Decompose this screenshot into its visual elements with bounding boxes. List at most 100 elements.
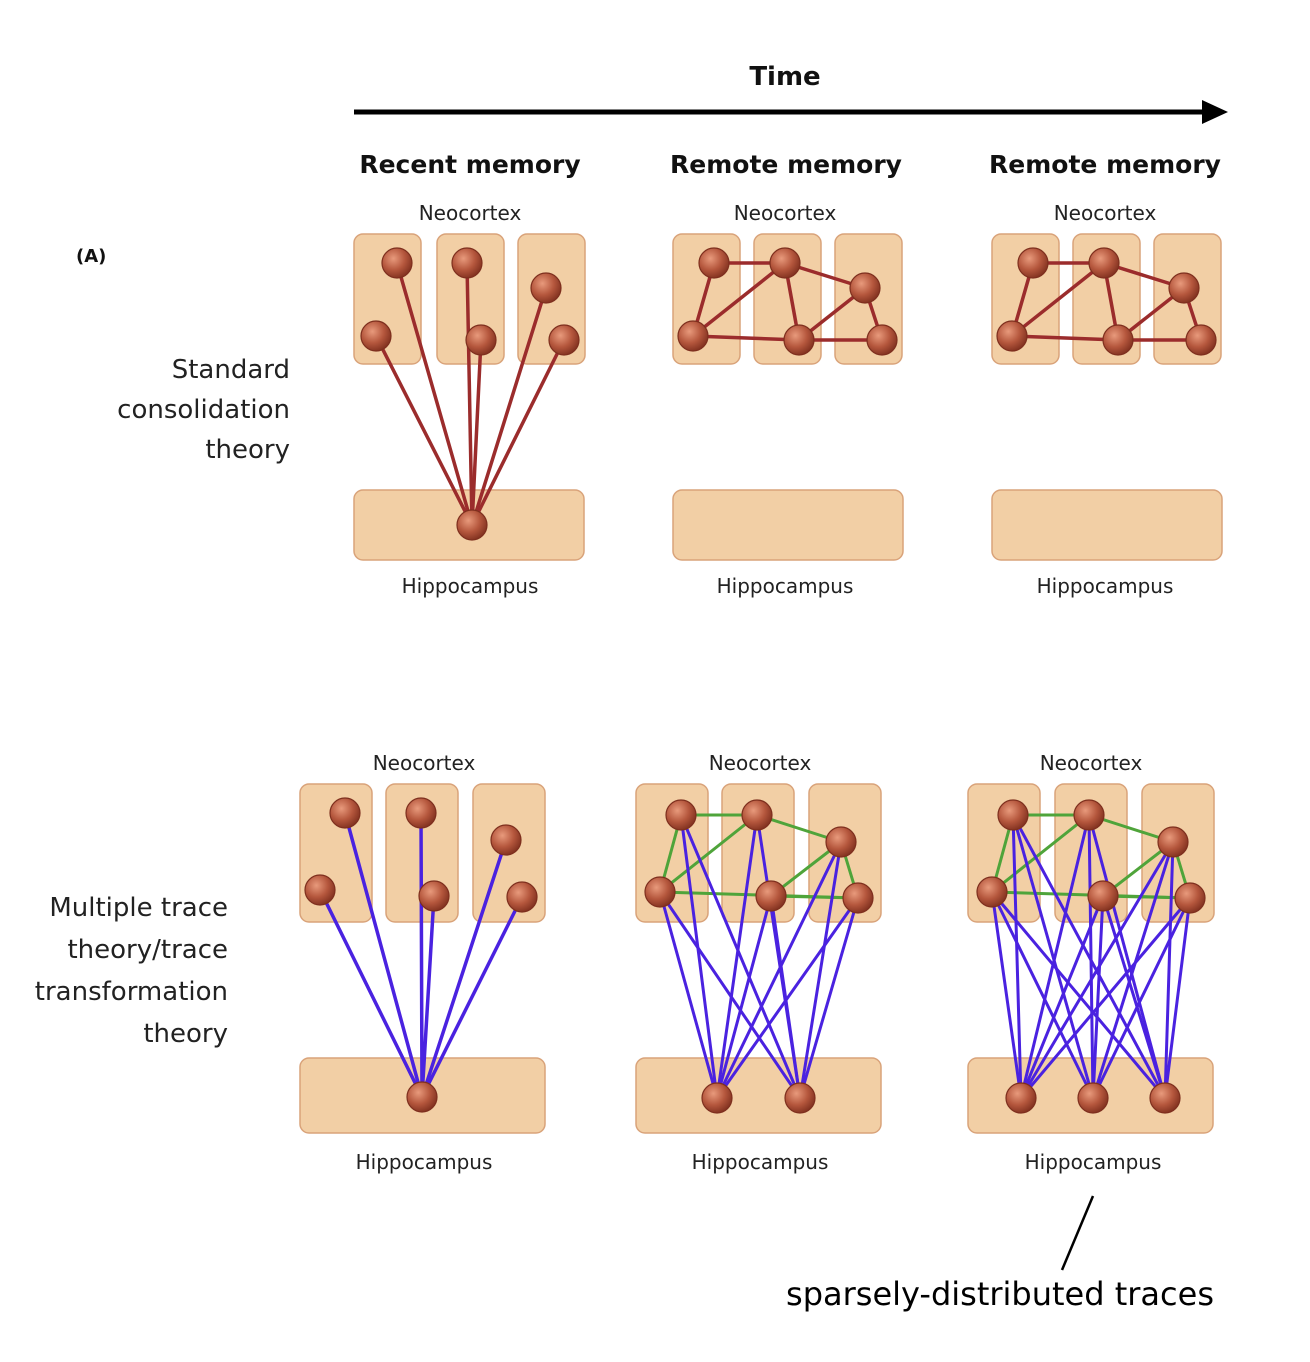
neuron (783, 324, 815, 356)
neuron (329, 797, 361, 829)
theory-label-multiple-trace: Multiple trace theory/trace transformati… (0, 887, 228, 1055)
hippocampal-neocortical-link (990, 890, 1095, 1100)
hippocampal-neocortical-link (343, 811, 424, 1099)
neocortex-label: Neocortex (1053, 201, 1157, 225)
neocortex-label: Neocortex (1039, 751, 1143, 775)
neuron (825, 826, 857, 858)
hippocampal-neocortical-link (470, 286, 548, 527)
hippocampus-box (991, 489, 1223, 561)
neuron (842, 882, 874, 914)
hippocampus-label: Hippocampus (1036, 574, 1174, 598)
cortico-cortical-link (1010, 261, 1106, 338)
neuron (996, 320, 1028, 352)
hippocampal-neocortical-link (470, 338, 566, 527)
hippocampal-neocortical-link (419, 811, 424, 1099)
neuron (1017, 247, 1049, 279)
neuron (1149, 1082, 1181, 1114)
hippocampal-neocortical-link (470, 338, 483, 527)
neuron (866, 324, 898, 356)
neuron (849, 272, 881, 304)
neuron (741, 799, 773, 831)
hippocampal-neocortical-link (1019, 813, 1091, 1100)
neocortex-label: Neocortex (733, 201, 837, 225)
hippocampal-neocortical-link (715, 894, 773, 1100)
neuron (406, 1081, 438, 1113)
neuron (1073, 799, 1105, 831)
theory-line: transformation (34, 977, 228, 1007)
cortico-cortical-link (691, 261, 787, 338)
neocortex-label: Neocortex (708, 751, 812, 775)
hippocampal-neocortical-link (465, 261, 474, 527)
hippocampal-neocortical-link (715, 840, 843, 1100)
cortico-cortical-link (1010, 334, 1120, 342)
neuron (1077, 1082, 1109, 1114)
cortico-cortical-link (990, 813, 1091, 894)
neuron (1168, 272, 1200, 304)
neuron (1088, 247, 1120, 279)
cortico-cortical-link (691, 334, 801, 342)
hippocampal-neocortical-link (1101, 894, 1167, 1100)
hippocampal-neocortical-link (658, 890, 719, 1100)
theory-line: consolidation (117, 395, 290, 425)
theory-line: theory (143, 1019, 228, 1049)
neuron (701, 1082, 733, 1114)
hippocampal-neocortical-link (318, 888, 424, 1099)
hippocampal-neocortical-link (990, 890, 1167, 1100)
annotation-sparse-traces: sparsely-distributed traces (786, 1275, 1214, 1313)
hippocampal-neocortical-link (715, 813, 759, 1100)
column-title-remote-1: Remote memory (670, 150, 902, 179)
hippocampal-neocortical-link (1011, 813, 1095, 1100)
hippocampal-neocortical-link (798, 840, 843, 1100)
hippocampal-neocortical-link (395, 261, 474, 527)
hippocampus-box (635, 1057, 882, 1134)
neuron (755, 880, 787, 912)
neuron (418, 880, 450, 912)
neuron (784, 1082, 816, 1114)
neuron (665, 799, 697, 831)
neuron (381, 247, 413, 279)
column-title-remote-2: Remote memory (989, 150, 1221, 179)
neuron (997, 799, 1029, 831)
neocortex-label: Neocortex (418, 201, 522, 225)
neuron (1185, 324, 1217, 356)
time-axis-label: Time (749, 62, 821, 92)
hippocampal-neocortical-link (990, 890, 1023, 1100)
neuron (644, 876, 676, 908)
theory-line: theory/trace (67, 935, 228, 965)
neuron (465, 324, 497, 356)
hippocampal-neocortical-link (715, 896, 860, 1100)
theory-line: Standard (171, 355, 290, 385)
neuron (456, 509, 488, 541)
hippocampus-label: Hippocampus (355, 1150, 493, 1174)
theory-line: theory (205, 435, 290, 465)
hippocampus-label: Hippocampus (691, 1150, 829, 1174)
hippocampal-neocortical-link (1091, 896, 1192, 1100)
neuron (405, 797, 437, 829)
annotation-pointer-line (1060, 1195, 1095, 1271)
hippocampal-neocortical-link (420, 895, 524, 1099)
neocortex-label: Neocortex (372, 751, 476, 775)
hippocampus-label: Hippocampus (401, 574, 539, 598)
column-title-recent: Recent memory (359, 150, 581, 179)
neuron (1005, 1082, 1037, 1114)
hippocampal-neocortical-link (658, 890, 802, 1100)
panel-letter: (A) (76, 246, 107, 267)
cortico-cortical-link (658, 813, 759, 894)
hippocampal-neocortical-link (679, 813, 802, 1100)
neuron (1087, 880, 1119, 912)
hippocampal-neocortical-link (769, 894, 802, 1100)
neuron (548, 324, 580, 356)
hippocampus-label: Hippocampus (716, 574, 854, 598)
neuron (976, 876, 1008, 908)
hippocampal-neocortical-link (1163, 840, 1175, 1100)
hippocampal-neocortical-link (1011, 813, 1023, 1100)
hippocampal-neocortical-link (1163, 896, 1192, 1100)
hippocampal-neocortical-link (1087, 813, 1167, 1100)
hippocampal-neocortical-link (420, 894, 436, 1099)
hippocampal-neocortical-link (798, 896, 860, 1100)
neuron (304, 874, 336, 906)
hippocampal-neocortical-link (679, 813, 719, 1100)
neuron (490, 824, 522, 856)
hippocampal-neocortical-link (1087, 813, 1095, 1100)
